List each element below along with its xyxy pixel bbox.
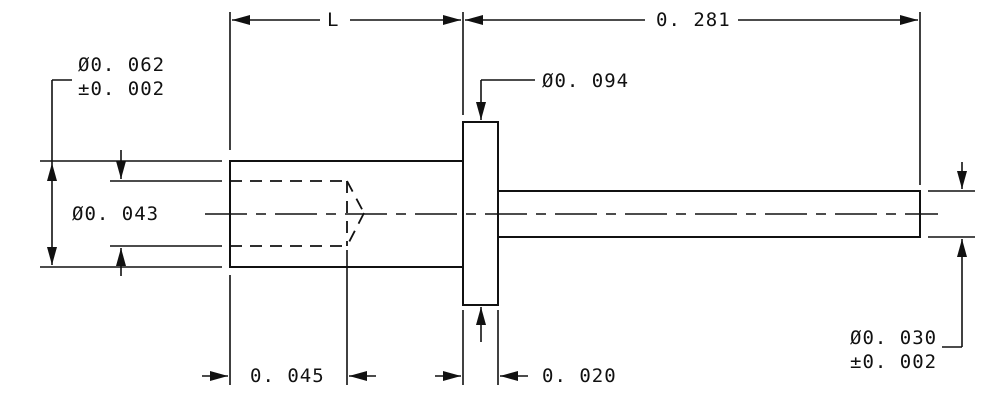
label-outer-diameter: Ø0. 062 (78, 54, 166, 76)
hidden-bore (230, 181, 364, 246)
dim-bore-depth (202, 250, 376, 385)
label-pin-diameter: Ø0. 030 (850, 327, 938, 349)
label-bore-depth: 0. 045 (250, 365, 325, 387)
dim-outer-diameter (40, 80, 222, 267)
dim-flange-thickness (435, 310, 528, 385)
label-length-L: L (325, 9, 342, 31)
label-pin-diameter-tol: ±0. 002 (850, 351, 938, 373)
label-flange-thickness: 0. 020 (542, 365, 617, 387)
dim-length-L (230, 12, 463, 150)
label-flange-diameter: Ø0. 094 (542, 70, 630, 92)
dim-pin-diameter (928, 162, 975, 347)
label-outer-diameter-tol: ±0. 002 (78, 78, 166, 100)
label-bore-diameter: Ø0. 043 (70, 203, 162, 225)
dim-overall-length (465, 12, 920, 185)
dim-flange-diameter (476, 80, 535, 342)
dim-bore-diameter (110, 150, 222, 276)
label-overall-length: 0. 281 (654, 9, 733, 31)
